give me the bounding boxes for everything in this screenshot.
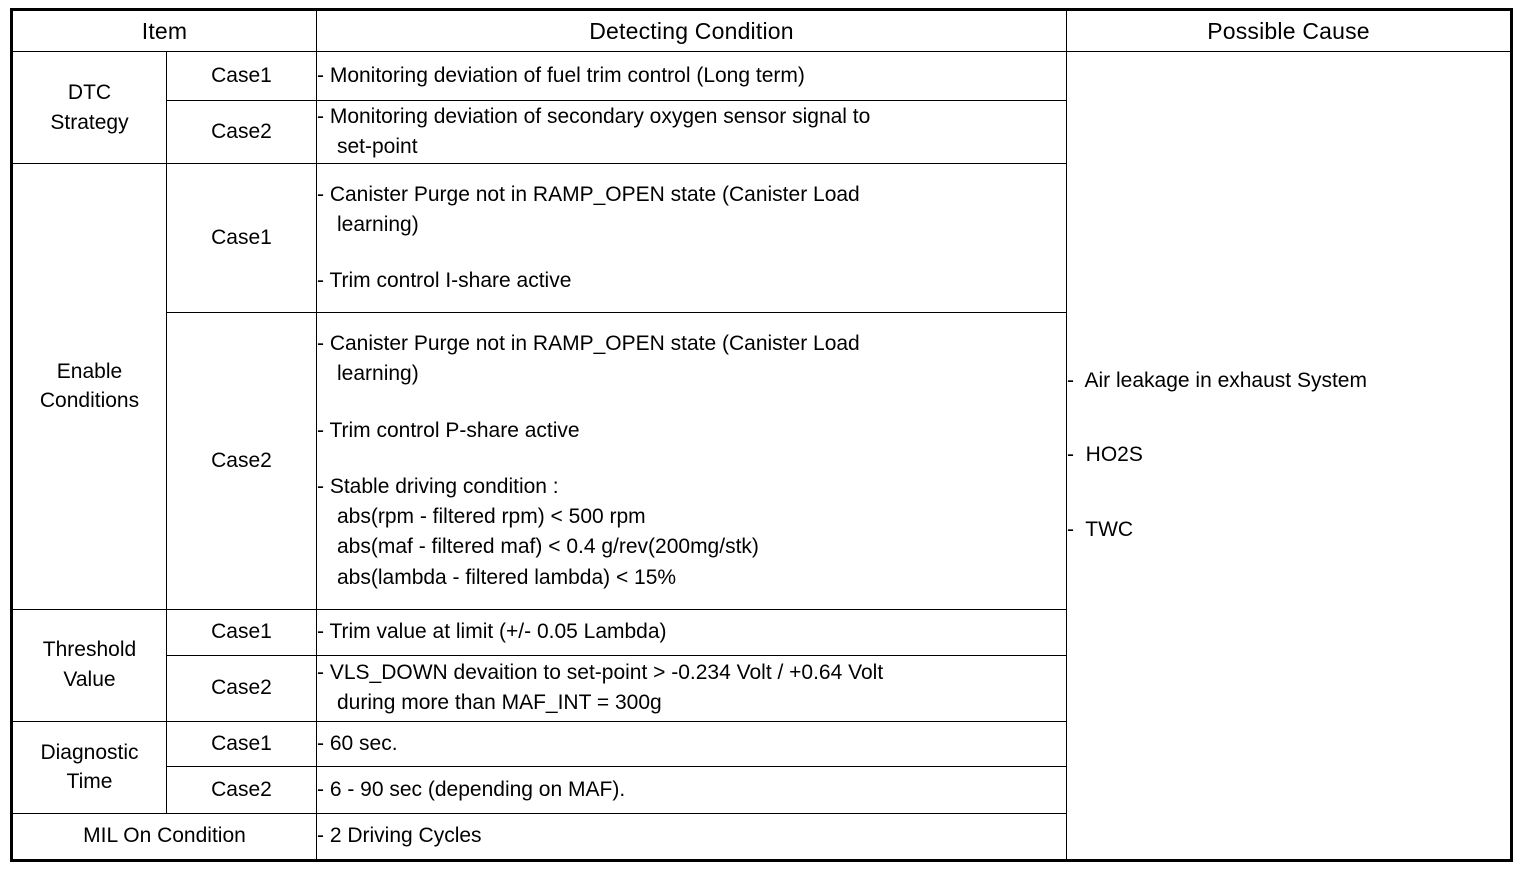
detect-enable-case2-line5: abs(rpm - filtered rpm) < 500 rpm — [337, 505, 646, 529]
detect-threshold-value-case1: - Trim value at limit (+/- 0.05 Lambda) — [316, 608, 1067, 656]
table-row-enable-conditions-case1: Enable Conditions Case1 - Canister Purge… — [11, 163, 1512, 610]
table-row-threshold-value-case2: Case2 - VLS_DOWN devaition to set-point … — [12, 654, 1512, 722]
row-label-dtc-strategy: DTC Strategy — [11, 51, 167, 165]
detect-mil-on-condition: - 2 Driving Cycles — [316, 812, 1067, 862]
table-row-enable-conditions-case2: Case2 - Canister Purge not in RAMP_OPEN … — [12, 312, 1512, 610]
possible-cause-item-3: - TWC — [1067, 517, 1134, 541]
detect-enable-case1-line1: - Canister Purge not in RAMP_OPEN state … — [317, 182, 860, 206]
detect-diagnostic-time-case2: - 6 - 90 sec (depending on MAF). — [316, 765, 1067, 814]
row-label-dtc-strategy-line2: Strategy — [50, 110, 129, 134]
row-label-dtc-strategy-line1: DTC — [67, 80, 112, 104]
row-label-enable-conditions-line1: Enable — [56, 359, 123, 383]
spacer-enable-case2-b — [317, 446, 1066, 472]
row-label-diagnostic-time-line1: Diagnostic — [40, 740, 139, 764]
detect-threshold-case1-line1: - Trim value at limit (+/- 0.05 Lambda) — [317, 620, 667, 644]
detect-dtc-strategy-case2-line2: set-point — [337, 135, 418, 159]
detect-enable-case2-line4: - Stable driving condition : — [317, 474, 559, 498]
detect-dtc-strategy-case1: - Monitoring deviation of fuel trim cont… — [316, 51, 1067, 102]
detect-enable-conditions-case2: - Canister Purge not in RAMP_OPEN state … — [316, 312, 1067, 610]
case-label-threshold-case2: Case2 — [166, 654, 317, 722]
case-label-threshold-case1: Case1 — [166, 608, 317, 656]
case-label-diagnostic-case2: Case2 — [166, 765, 317, 814]
table-header-row: Item Detecting Condition Possible Cause — [11, 8, 1512, 53]
row-label-diagnostic-time: Diagnostic Time — [11, 720, 167, 814]
detect-dtc-strategy-case2-line1: - Monitoring deviation of secondary oxyg… — [317, 104, 871, 128]
row-label-mil-on-condition: MIL On Condition — [11, 812, 317, 862]
row-label-threshold-value: Threshold Value — [11, 608, 167, 722]
dtc-diagnostic-table: Item Detecting Condition Possible Cause … — [10, 8, 1513, 862]
possible-cause-cell: - Air leakage in exhaust System - HO2S -… — [1066, 51, 1512, 861]
header-detecting-condition: Detecting Condition — [316, 8, 1067, 53]
row-label-enable-conditions-line2: Conditions — [39, 389, 140, 413]
detect-mil-on-condition-line1: - 2 Driving Cycles — [317, 824, 482, 848]
detect-threshold-case2-line2: during more than MAF_INT = 300g — [337, 691, 662, 715]
row-label-threshold-value-line1: Threshold — [42, 638, 137, 662]
table-row-dtc-strategy-case2: Case2 - Monitoring deviation of secondar… — [12, 100, 1512, 165]
header-possible-cause: Possible Cause — [1066, 8, 1512, 53]
case-label-diagnostic-case1: Case1 — [166, 720, 317, 767]
detect-dtc-strategy-case1-line1: - Monitoring deviation of fuel trim cont… — [317, 63, 805, 87]
detect-enable-case2-line2: learning) — [337, 362, 419, 386]
table-row-mil-on-condition: MIL On Condition - 2 Driving Cycles — [11, 812, 1512, 862]
table-row-diagnostic-time-case1: Diagnostic Time Case1 - 60 sec. — [11, 720, 1512, 814]
detect-dtc-strategy-case2: - Monitoring deviation of secondary oxyg… — [316, 100, 1067, 165]
detect-enable-case2-line6: abs(maf - filtered maf) < 0.4 g/rev(200m… — [337, 535, 759, 559]
row-label-diagnostic-time-line2: Time — [66, 770, 113, 794]
table-row-diagnostic-time-case2: Case2 - 6 - 90 sec (depending on MAF). — [12, 765, 1512, 814]
detect-enable-case1-line3: - Trim control I-share active — [317, 269, 572, 293]
case-label-enable-case1: Case1 — [166, 163, 317, 314]
row-label-threshold-value-line2: Value — [63, 668, 116, 692]
detect-enable-case2-line7: abs(lambda - filtered lambda) < 15% — [337, 565, 677, 589]
table-row-threshold-value-case1: Threshold Value Case1 - Trim value at li… — [11, 608, 1512, 722]
spacer-enable-case1 — [317, 240, 1066, 266]
detect-threshold-value-case2: - VLS_DOWN devaition to set-point > -0.2… — [316, 654, 1067, 722]
detect-enable-case2-line3: - Trim control P-share active — [317, 418, 580, 442]
detect-enable-case2-line1: - Canister Purge not in RAMP_OPEN state … — [317, 332, 860, 356]
case-label-dtc-case1: Case1 — [166, 51, 317, 102]
possible-cause-item-1: - Air leakage in exhaust System — [1067, 369, 1367, 393]
spacer-enable-case2-a — [317, 390, 1066, 416]
detect-diagnostic-case2-line1: - 6 - 90 sec (depending on MAF). — [317, 777, 626, 801]
detect-enable-case1-line2: learning) — [337, 213, 419, 237]
header-item: Item — [11, 8, 317, 53]
detect-enable-conditions-case1: - Canister Purge not in RAMP_OPEN state … — [316, 163, 1067, 314]
possible-cause-item-2: - HO2S — [1067, 443, 1143, 467]
detect-diagnostic-case1-line1: - 60 sec. — [317, 731, 398, 755]
row-label-enable-conditions: Enable Conditions — [11, 163, 167, 610]
table-row-dtc-strategy-case1: DTC Strategy Case1 - Monitoring deviatio… — [11, 51, 1512, 861]
case-label-enable-case2: Case2 — [166, 312, 317, 610]
detect-diagnostic-time-case1: - 60 sec. — [316, 720, 1067, 767]
case-label-dtc-case2: Case2 — [166, 100, 317, 165]
detect-threshold-case2-line1: - VLS_DOWN devaition to set-point > -0.2… — [317, 661, 884, 685]
